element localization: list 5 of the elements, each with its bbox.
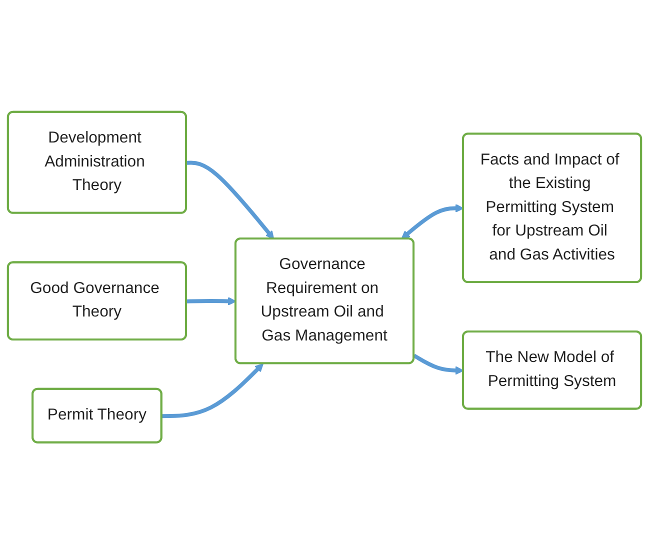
arrow <box>401 204 464 240</box>
arrow <box>413 354 464 375</box>
arrow <box>162 363 264 418</box>
arrow <box>186 296 236 306</box>
arrow <box>186 160 274 240</box>
